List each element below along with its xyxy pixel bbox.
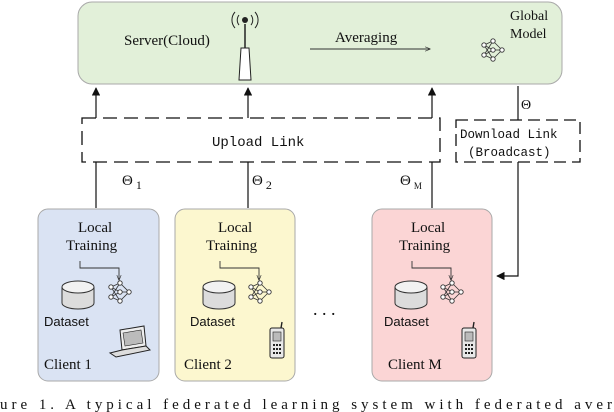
client-m-name: Client M xyxy=(388,357,442,373)
client-2-box: Local Training Dataset Client 2 xyxy=(174,208,296,382)
client-1-box: Local Training Dataset Client 1 xyxy=(37,208,160,382)
client-m-dataset-label: Dataset xyxy=(384,314,429,329)
client-m-training-line1: Local xyxy=(411,220,445,236)
client-2-database-icon xyxy=(202,280,236,310)
upload-link-label: Upload Link xyxy=(212,135,304,151)
client-1-name: Client 1 xyxy=(44,357,92,373)
download-link-label-line2: (Broadcast) xyxy=(468,146,551,160)
figure-caption: ure 1. A typical federated learning syst… xyxy=(0,397,612,412)
server-box: Server(Cloud) Averaging Global Model xyxy=(77,1,563,85)
laptop-icon xyxy=(108,325,152,358)
server-label: Server(Cloud) xyxy=(124,33,210,49)
server-tower-icon xyxy=(231,11,259,81)
download-link: Θ Download Link (Broadcast) xyxy=(455,86,581,281)
upload-link-box: Upload Link xyxy=(81,117,441,163)
server-panel xyxy=(77,1,563,85)
client-1-training-line1: Local xyxy=(78,220,112,236)
theta-download-label: Θ xyxy=(521,98,531,113)
download-link-label-line1: Download Link xyxy=(460,128,558,142)
client-1-dataset-label: Dataset xyxy=(44,314,89,329)
clients-ellipsis: . . . xyxy=(313,299,336,319)
client-m-training-line2: Training xyxy=(399,238,451,254)
client-2-training-line1: Local xyxy=(218,220,252,236)
client-m-box: Local Training Dataset Client M xyxy=(371,208,493,382)
client-1-training-line2: Training xyxy=(66,238,118,254)
client-2-name: Client 2 xyxy=(184,357,232,373)
client-1-database-icon xyxy=(61,280,95,310)
client-m-database-icon xyxy=(394,280,428,310)
client-2-dataset-label: Dataset xyxy=(190,314,235,329)
client-2-training-line2: Training xyxy=(206,238,258,254)
global-model-label-line1: Global xyxy=(510,9,548,24)
download-arrow xyxy=(496,162,519,281)
averaging-label: Averaging xyxy=(335,30,398,46)
global-model-label-line2: Model xyxy=(510,27,547,42)
